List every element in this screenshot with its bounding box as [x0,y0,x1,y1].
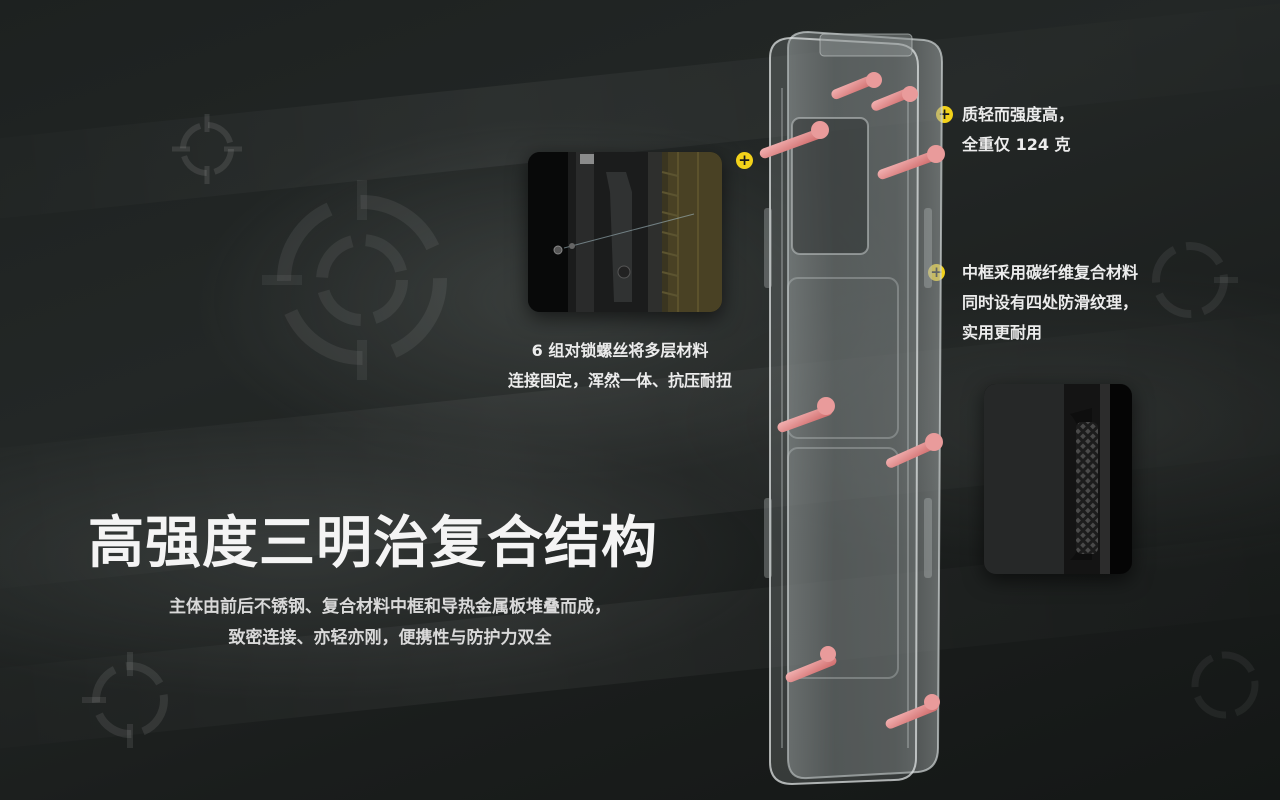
subtitle-line: 主体由前后不锈钢、复合材料中框和导热金属板堆叠而成， [169,597,611,617]
crosshair-icon [82,652,168,748]
texture-closeup-image [984,384,1132,574]
crosshair-icon [1191,651,1259,719]
caption-line: 6 组对锁螺丝将多层材料 [531,341,709,360]
crosshair-icon [262,180,447,380]
screw-icon [871,86,918,111]
screw-icon [877,145,945,180]
subtitle-line: 致密连接、亦轻亦刚，便携性与防护力双全 [228,628,552,648]
weight-caption: 质轻而强度高， 全重仅 124 克 [962,100,1074,160]
caption-line: 中框采用碳纤维复合材料 [962,263,1139,282]
screw-icon [785,646,837,683]
plus-icon[interactable]: + [736,152,753,169]
caption-line: 质轻而强度高， [962,105,1075,124]
caption-line: 连接固定，浑然一体、抗压耐扭 [507,371,732,390]
caption-line: 实用更耐用 [962,323,1043,342]
device-illustration [759,30,945,786]
screw-icon [759,121,829,159]
frame-caption: 中框采用碳纤维复合材料 同时设有四处防滑纹理， 实用更耐用 [962,258,1138,348]
texture-closeup-illustration [984,384,1132,574]
screw-closeup-image [528,152,722,312]
screw-icon [777,397,835,433]
screw-icon [831,72,882,100]
crosshair-icon [1152,242,1238,318]
caption-line: 全重仅 124 克 [962,135,1071,154]
page-title: 高强度三明治复合结构 [88,511,658,576]
screws-caption: 6 组对锁螺丝将多层材料 连接固定，浑然一体、抗压耐扭 [485,336,755,396]
crosshair-icon [172,114,242,184]
screw-closeup-illustration [528,152,722,312]
screw-icon [885,694,940,729]
screw-icon [886,433,943,468]
caption-line: 同时设有四处防滑纹理， [962,293,1139,312]
subtitle: 主体由前后不锈钢、复合材料中框和导热金属板堆叠而成， 致密连接、亦轻亦刚，便携性… [100,592,680,654]
display-window [791,117,869,255]
